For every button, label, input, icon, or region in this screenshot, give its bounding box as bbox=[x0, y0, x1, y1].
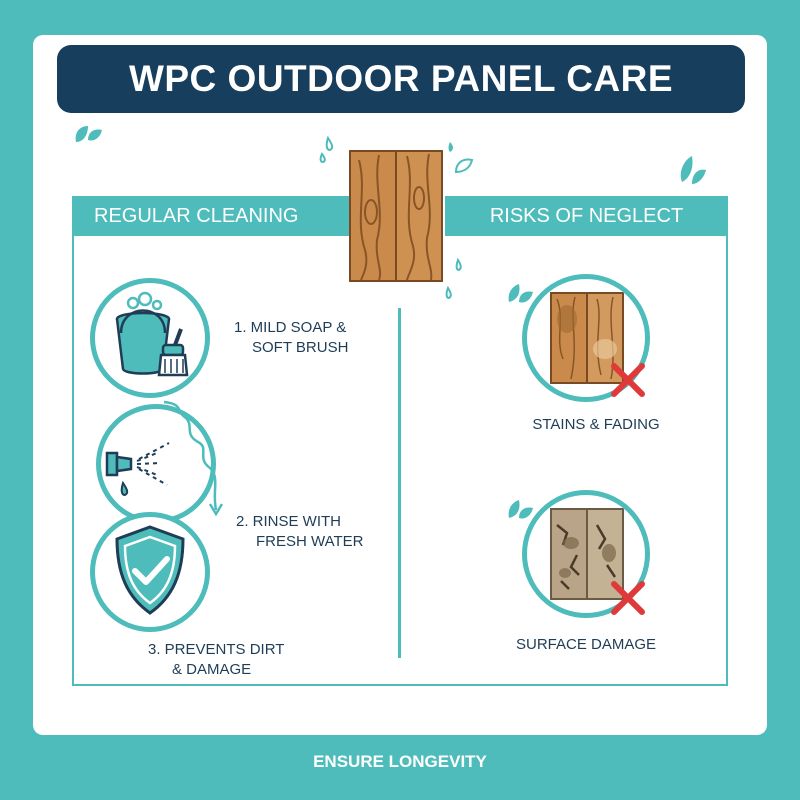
protection-circle bbox=[90, 512, 210, 632]
step-2-text: 2. RINSE WITH FRESH WATER bbox=[236, 513, 364, 550]
leaf-icon bbox=[448, 142, 474, 174]
cleaning-panel-frame bbox=[72, 236, 400, 686]
leaf-icon bbox=[75, 126, 102, 142]
bucket-icon bbox=[115, 291, 189, 377]
droplet-icon bbox=[319, 135, 334, 164]
wood-panel-icon bbox=[550, 508, 624, 600]
rinse-arrow-icon bbox=[163, 400, 224, 517]
page-title: WPC OUTDOOR PANEL CARE bbox=[128, 58, 674, 99]
risk-2-label: SURFACE DAMAGE bbox=[515, 636, 657, 653]
droplet-icon bbox=[445, 258, 462, 300]
title-banner: WPC OUTDOOR PANEL CARE bbox=[57, 45, 745, 113]
cross-icon bbox=[611, 581, 645, 615]
center-divider bbox=[398, 308, 401, 658]
leaf-icon bbox=[508, 500, 533, 519]
wood-panel-icon bbox=[349, 150, 443, 282]
step-3-text: 3. PREVENTS DIRT & DAMAGE bbox=[148, 641, 285, 678]
shield-check-icon bbox=[115, 525, 185, 615]
section-header-cleaning: REGULAR CLEANING bbox=[72, 196, 350, 236]
neglect-panel-frame bbox=[400, 236, 728, 686]
footer-tagline: ENSURE LONGEVITY bbox=[313, 752, 487, 771]
leaf-icon bbox=[680, 156, 706, 184]
step-1-text: 1. MILD SOAP & SOFT BRUSH bbox=[234, 319, 349, 356]
risk-1-label: STAINS & FADING bbox=[532, 416, 660, 433]
soap-brush-circle bbox=[90, 278, 210, 398]
cross-icon bbox=[611, 363, 645, 397]
damage-circle bbox=[522, 490, 650, 618]
spray-nozzle-icon bbox=[105, 442, 170, 497]
section-header-neglect: RISKS OF NEGLECT bbox=[445, 196, 728, 236]
leaf-icon bbox=[508, 284, 533, 303]
